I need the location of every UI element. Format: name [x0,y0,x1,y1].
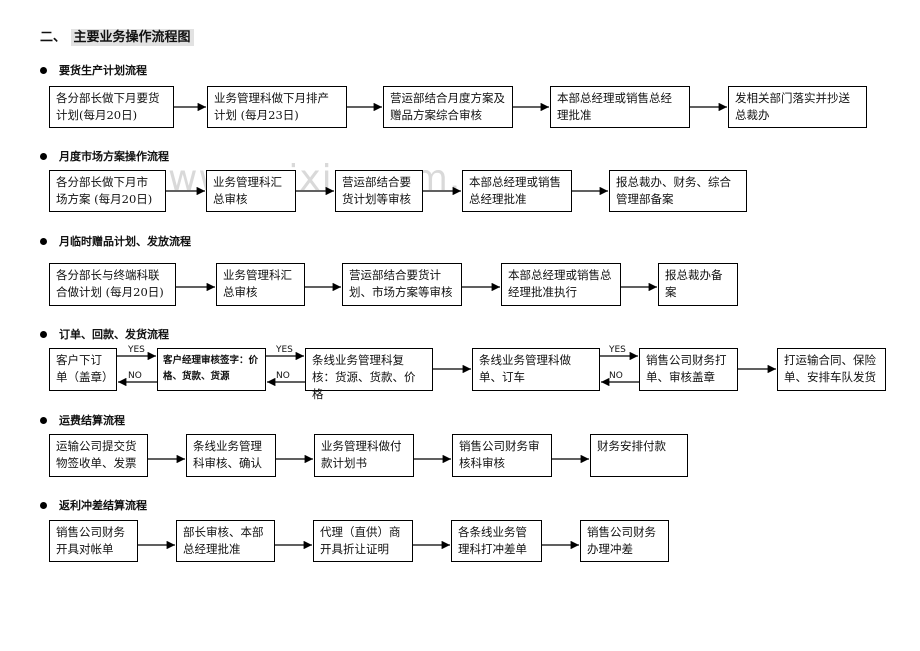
flow-step: 销售公司财务办理冲差 [580,520,669,562]
yes-label: YES [128,345,145,355]
flow-step: 业务管理科汇总审核 [206,170,296,212]
section-title-gift-plan: 月临时赠品计划、发放流程 [40,233,191,249]
bullet-icon [40,66,47,74]
section-title-order-flow: 订单、回款、发货流程 [40,326,169,342]
flow-step: 条线业务管理科复核：货源、货款、价格 [305,348,433,401]
flow-step: 代理（直供）商开具折让证明 [313,520,413,562]
flow-step: 销售公司财务审核科审核 [452,434,552,477]
flow-step: 销售公司财务打单、审核盖章 [639,348,738,391]
yes-label: YES [609,345,626,355]
flow-step: 营运部结合要货计划、市场方案等审核 [342,263,462,306]
flow-step: 本部总经理或销售总经理批准 [550,86,690,128]
bullet-icon [40,152,47,160]
flow-step: 本部总经理或销售总经理批准执行 [501,263,621,306]
yes-label: YES [276,345,293,355]
no-label: NO [609,371,623,381]
bullet-icon [40,501,47,509]
no-label: NO [128,371,142,381]
flow-step: 客户下订单（盖章） [49,348,117,391]
bullet-icon [40,416,47,424]
flow-step: 业务管理科做下月排产计划 (每月23日) [207,86,347,128]
no-label: NO [276,371,290,381]
flow-step: 各分部长与终端科联合做计划 (每月20日) [49,263,176,306]
flow-step: 发相关部门落实并抄送总裁办 [728,86,867,128]
flow-step: 业务管理科做付款计划书 [314,434,414,477]
flow-step: 打运输合同、保险单、安排车队发货 [777,348,886,391]
section-title-rebate-settlement: 返利冲差结算流程 [40,497,147,513]
flow-step: 业务管理科汇总审核 [216,263,305,306]
flow-step: 财务安排付款 [590,434,688,477]
section-title-market-plan: 月度市场方案操作流程 [40,148,169,164]
flow-step: 报总裁办备案 [658,263,738,306]
flow-step: 各分部长做下月要货计划(每月20日) [49,86,174,128]
flow-step: 客户经理审核签字：价格、货款、货源 [157,348,266,391]
heading-number: 二、 [40,30,67,45]
flow-step: 运输公司提交货物签收单、发票 [49,434,148,477]
flow-step: 报总裁办、财务、综合管理部备案 [609,170,747,212]
flow-step: 条线业务管理科审核、确认 [186,434,276,477]
flow-step: 销售公司财务开具对帐单 [49,520,138,562]
bullet-icon [40,237,47,245]
bullet-icon [40,330,47,338]
flow-step: 营运部结合月度方案及赠品方案综合审核 [383,86,513,128]
page-heading: 二、 主要业务操作流程图 [40,26,194,46]
section-title-production-plan: 要货生产计划流程 [40,62,147,78]
section-title-freight-settlement: 运费结算流程 [40,412,125,428]
flow-step: 营运部结合要货计划等审核 [335,170,423,212]
flow-step: 部长审核、本部总经理批准 [176,520,275,562]
flow-step: 本部总经理或销售总经理批准 [462,170,572,212]
flow-step: 条线业务管理科做单、订车 [472,348,600,391]
heading-title: 主要业务操作流程图 [70,29,194,46]
flow-step: 各分部长做下月市场方案 (每月20日) [49,170,166,212]
flow-step: 各条线业务管理科打冲差单 [451,520,542,562]
